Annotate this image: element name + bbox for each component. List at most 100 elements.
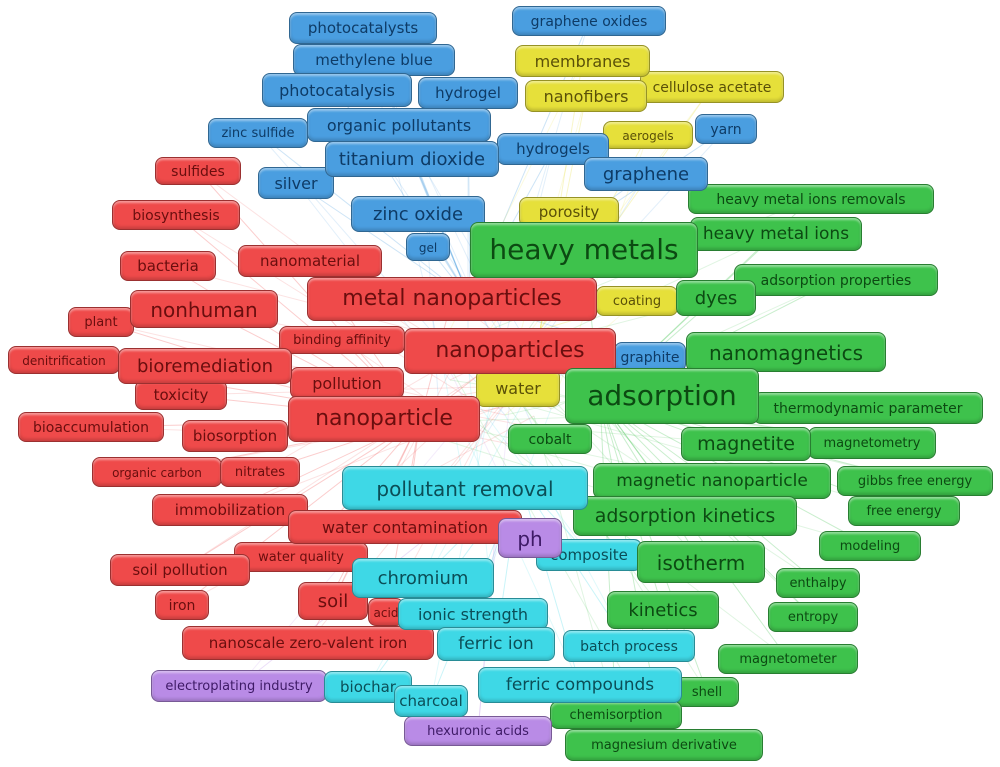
node-hexuronic-acids[interactable]: hexuronic acids — [404, 716, 552, 746]
node-label: free energy — [866, 504, 942, 520]
node-charcoal[interactable]: charcoal — [394, 685, 468, 717]
node-entropy[interactable]: entropy — [768, 602, 858, 632]
node-label: charcoal — [399, 692, 463, 711]
node-graphene[interactable]: graphene — [584, 157, 708, 191]
node-titanium-dioxide[interactable]: titanium dioxide — [325, 141, 499, 177]
node-magnetite[interactable]: magnetite — [681, 427, 811, 461]
node-adsorption-properties[interactable]: adsorption properties — [734, 264, 938, 296]
node-electroplating-industry[interactable]: electroplating industry — [151, 670, 327, 702]
node-toxicity[interactable]: toxicity — [135, 380, 227, 410]
node-magnetometry[interactable]: magnetometry — [808, 427, 936, 459]
node-batch-process[interactable]: batch process — [563, 630, 695, 662]
node-ferric-ion[interactable]: ferric ion — [437, 627, 555, 661]
node-nanomagnetics[interactable]: nanomagnetics — [686, 332, 886, 372]
node-water-contamination[interactable]: water contamination — [288, 510, 522, 544]
node-organic-pollutants[interactable]: organic pollutants — [307, 108, 491, 142]
node-ionic-strength[interactable]: ionic strength — [398, 598, 548, 630]
node-label: ferric compounds — [505, 675, 655, 696]
node-yarn[interactable]: yarn — [695, 114, 757, 144]
node-cellulose-acetate[interactable]: cellulose acetate — [640, 71, 784, 103]
node-sulfides[interactable]: sulfides — [155, 157, 241, 185]
node-adsorption-kinetics[interactable]: adsorption kinetics — [573, 496, 797, 536]
node-label: hexuronic acids — [427, 724, 529, 740]
node-photocatalysts[interactable]: photocatalysts — [289, 12, 437, 44]
node-nanofibers[interactable]: nanofibers — [525, 80, 647, 112]
node-bacteria[interactable]: bacteria — [120, 251, 216, 281]
node-soil-pollution[interactable]: soil pollution — [110, 554, 250, 586]
node-methylene-blue[interactable]: methylene blue — [293, 44, 455, 76]
node-label: adsorption properties — [760, 272, 912, 289]
node-pollutant-removal[interactable]: pollutant removal — [342, 466, 588, 510]
node-magnesium-derivative[interactable]: magnesium derivative — [565, 729, 763, 761]
node-biosynthesis[interactable]: biosynthesis — [112, 200, 240, 230]
node-plant[interactable]: plant — [68, 307, 134, 337]
node-nonhuman[interactable]: nonhuman — [130, 290, 278, 328]
node-binding-affinity[interactable]: binding affinity — [279, 326, 405, 354]
node-nanoparticle[interactable]: nanoparticle — [288, 396, 480, 442]
node-photocatalysis[interactable]: photocatalysis — [262, 73, 412, 107]
node-denitrification[interactable]: denitrification — [8, 346, 120, 374]
node-label: binding affinity — [293, 333, 391, 349]
node-coating[interactable]: coating — [596, 286, 678, 316]
node-bioremediation[interactable]: bioremediation — [118, 348, 292, 384]
node-ferric-compounds[interactable]: ferric compounds — [478, 667, 682, 703]
node-chemisorption[interactable]: chemisorption — [550, 701, 682, 729]
node-nanoscale-zero-valent-iron[interactable]: nanoscale zero-valent iron — [182, 626, 434, 660]
node-hydrogel[interactable]: hydrogel — [418, 77, 518, 109]
node-bioaccumulation[interactable]: bioaccumulation — [18, 412, 164, 442]
node-label: adsorption — [587, 379, 737, 413]
node-aerogels[interactable]: aerogels — [603, 121, 693, 149]
node-label: magnetometry — [823, 436, 921, 452]
node-label: thermodynamic parameter — [773, 400, 963, 417]
node-label: nonhuman — [150, 297, 258, 322]
node-dyes[interactable]: dyes — [676, 280, 756, 316]
node-label: ferric ion — [458, 634, 534, 655]
node-chromium[interactable]: chromium — [352, 558, 494, 598]
node-magnetometer[interactable]: magnetometer — [718, 644, 858, 674]
node-magnetic-nanoparticle[interactable]: magnetic nanoparticle — [593, 463, 831, 499]
node-zinc-oxide[interactable]: zinc oxide — [351, 196, 485, 232]
node-label: hydrogels — [516, 140, 590, 159]
node-iron[interactable]: iron — [155, 590, 209, 620]
node-immobilization[interactable]: immobilization — [152, 494, 308, 526]
node-label: isotherm — [656, 550, 746, 575]
node-label: pollutant removal — [376, 476, 554, 501]
node-silver[interactable]: silver — [258, 167, 334, 199]
node-label: organic pollutants — [326, 115, 472, 135]
node-nanoparticles[interactable]: nanoparticles — [404, 328, 616, 374]
node-label: denitrification — [22, 353, 106, 368]
node-pollution[interactable]: pollution — [290, 367, 404, 399]
node-cobalt[interactable]: cobalt — [508, 424, 592, 454]
node-label: hydrogel — [435, 84, 501, 103]
node-isotherm[interactable]: isotherm — [637, 541, 765, 583]
node-label: bacteria — [137, 257, 199, 276]
node-biosorption[interactable]: biosorption — [182, 420, 288, 452]
node-membranes[interactable]: membranes — [515, 45, 650, 77]
node-water[interactable]: water — [476, 369, 560, 407]
node-shell[interactable]: shell — [675, 677, 739, 707]
node-thermodynamic-parameter[interactable]: thermodynamic parameter — [753, 392, 983, 424]
node-heavy-metal-ions[interactable]: heavy metal ions — [690, 217, 862, 251]
node-water-quality[interactable]: water quality — [234, 542, 368, 572]
node-modeling[interactable]: modeling — [819, 531, 921, 561]
node-ph[interactable]: ph — [498, 518, 562, 558]
node-nitrates[interactable]: nitrates — [220, 457, 300, 487]
node-hydrogels[interactable]: hydrogels — [497, 133, 609, 165]
node-free-energy[interactable]: free energy — [848, 496, 960, 526]
node-heavy-metals[interactable]: heavy metals — [470, 222, 698, 278]
node-graphene-oxides[interactable]: graphene oxides — [512, 6, 666, 36]
node-label: pollution — [312, 373, 382, 393]
node-enthalpy[interactable]: enthalpy — [776, 568, 860, 598]
node-adsorption[interactable]: adsorption — [565, 368, 759, 424]
node-label: aerogels — [622, 128, 674, 143]
node-gel[interactable]: gel — [406, 233, 450, 261]
node-zinc-sulfide[interactable]: zinc sulfide — [208, 118, 308, 148]
node-label: soil — [317, 590, 349, 612]
node-metal-nanoparticles[interactable]: metal nanoparticles — [307, 277, 597, 321]
node-organic-carbon[interactable]: organic carbon — [92, 457, 222, 487]
node-nanomaterial[interactable]: nanomaterial — [238, 245, 382, 277]
node-label: nanoparticle — [315, 406, 453, 432]
node-kinetics[interactable]: kinetics — [607, 591, 719, 629]
node-heavy-metal-ions-removals[interactable]: heavy metal ions removals — [688, 184, 934, 214]
node-gibbs-free-energy[interactable]: gibbs free energy — [837, 466, 993, 496]
